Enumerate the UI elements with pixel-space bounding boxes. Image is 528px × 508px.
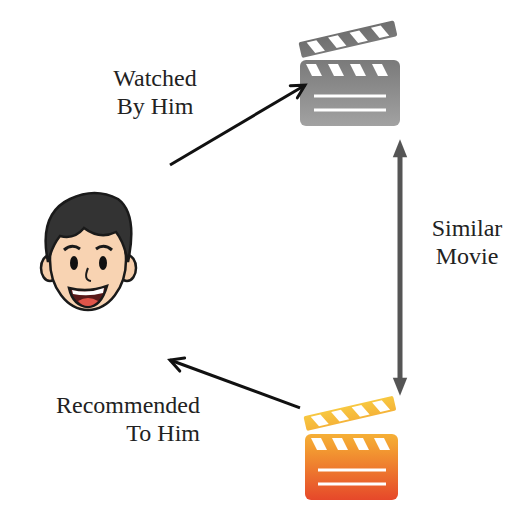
clapper-body: [305, 434, 398, 500]
illustration-node: [30, 165, 170, 360]
edge-label: Watched By Him: [105, 64, 205, 120]
clapper-stick: [298, 20, 397, 58]
eye: [99, 256, 107, 270]
nose: [86, 268, 91, 281]
clapper-stripe: [352, 404, 370, 418]
teeth: [72, 288, 104, 295]
edge-label: Similar Movie: [427, 214, 507, 270]
clapper-stick: [303, 396, 396, 431]
clapper-stripe: [350, 29, 368, 44]
eye: [70, 256, 78, 270]
clapperboard-recommended: [303, 396, 398, 500]
clapper-stripe: [311, 413, 329, 427]
clapper-stripe: [306, 64, 322, 76]
mouth: [69, 286, 107, 307]
person-face: [41, 193, 136, 310]
clapper-stripe: [331, 408, 349, 422]
connector-arrow: [398, 150, 403, 385]
clapper-stripe: [372, 399, 390, 413]
clapper-line: [314, 95, 386, 98]
eyebrow: [96, 246, 112, 250]
hair: [46, 193, 132, 262]
clapper-stripe: [328, 64, 344, 76]
clapper-body: [300, 60, 400, 126]
clapper-stripe: [311, 438, 327, 450]
tongue: [78, 298, 98, 306]
clapper-line: [318, 469, 386, 472]
clapper-stripe: [332, 438, 348, 450]
illustration-node: [300, 385, 400, 505]
clapper-stripe: [371, 24, 389, 39]
clapper-stripe: [328, 34, 346, 49]
illustration-node: [305, 15, 400, 150]
eyebrow: [64, 246, 80, 250]
clapper-stripe: [350, 64, 366, 76]
clapper-line: [314, 109, 386, 112]
clapper-stripe: [353, 438, 369, 450]
clapper-stripe: [374, 438, 390, 450]
clapper-stripe: [307, 39, 325, 54]
clapper-line: [318, 483, 386, 486]
clapper-stripe: [372, 64, 388, 76]
edge-label: Recommended To Him: [30, 391, 200, 447]
clapperboard-watched: [298, 20, 400, 126]
